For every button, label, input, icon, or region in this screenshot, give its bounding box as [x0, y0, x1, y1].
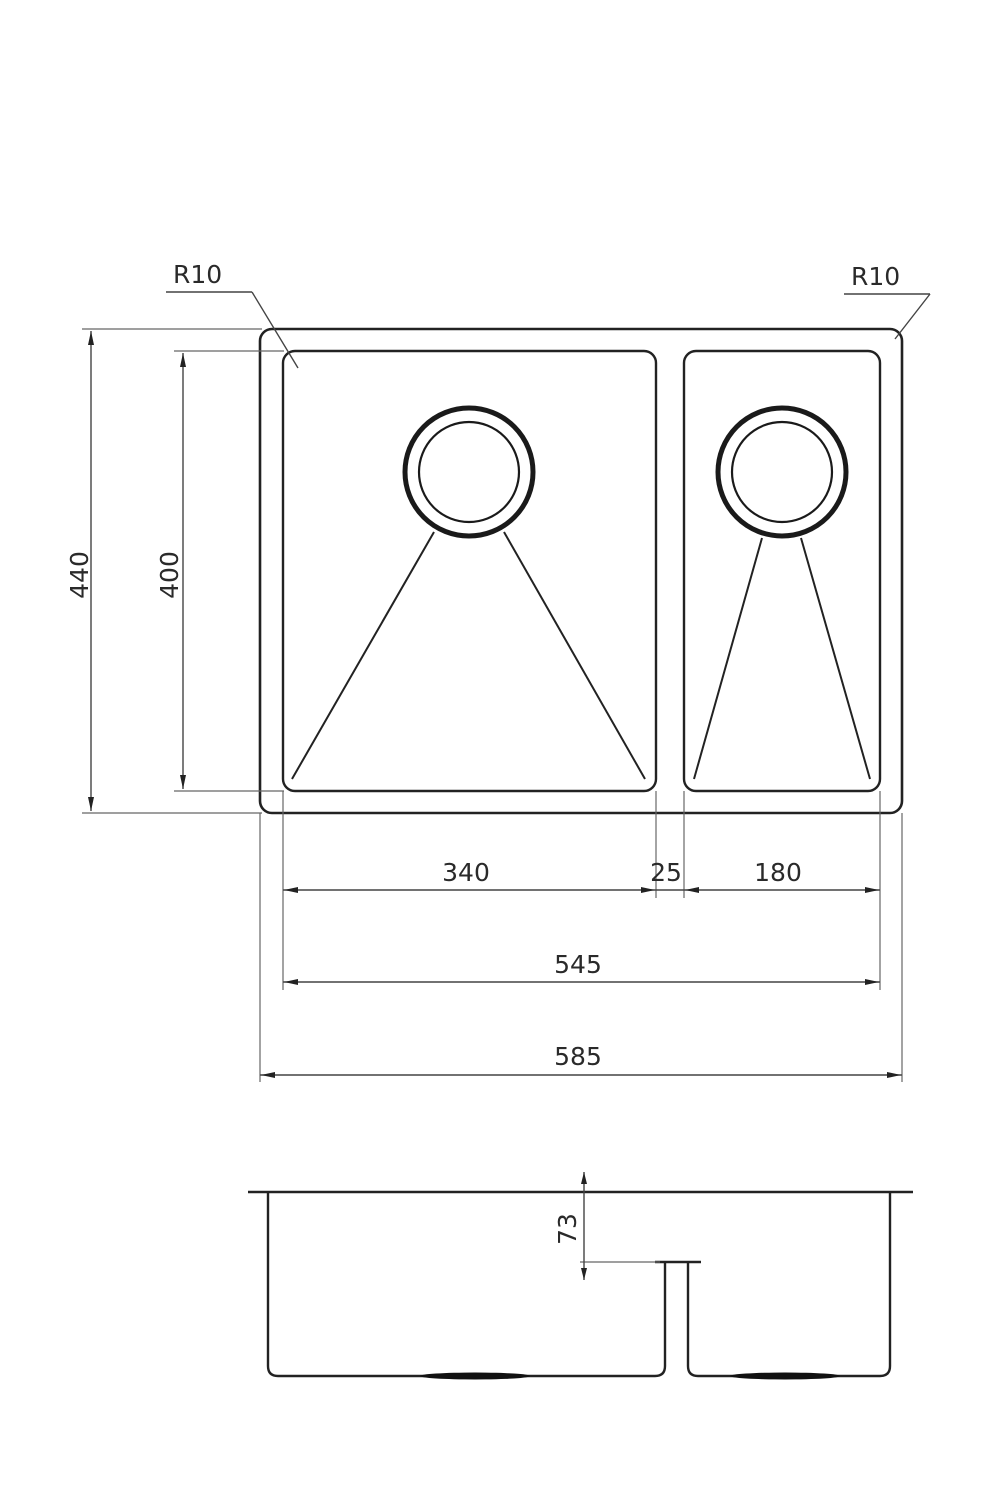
dimension-label-400: 400	[155, 551, 184, 599]
dimension-bowl-depth: 400	[155, 350, 284, 792]
small-bowl-drain-icon	[715, 405, 849, 539]
small-bowl-slope-left	[693, 537, 763, 780]
radius-leader-right: R10	[844, 262, 931, 340]
radius-label-left: R10	[173, 260, 222, 289]
section-large-drain-icon	[420, 1372, 530, 1380]
dimension-label-585: 585	[554, 1042, 602, 1071]
dimension-inner-width: 545	[283, 950, 880, 985]
small-bowl-slope-right	[800, 537, 871, 780]
radius-label-right: R10	[851, 262, 900, 291]
section-view: 73	[248, 1172, 913, 1380]
dimension-label-25: 25	[650, 858, 682, 887]
dimension-divider-height: 73	[553, 1172, 660, 1280]
dimension-label-340: 340	[442, 858, 490, 887]
section-large-bowl	[266, 1192, 667, 1378]
large-bowl-outline	[281, 349, 658, 793]
dimension-label-73: 73	[553, 1213, 582, 1245]
dimension-overall-width: 585	[260, 1042, 902, 1078]
plan-view: R10 R10 440 400	[65, 260, 931, 1082]
large-bowl-drain-icon	[402, 405, 536, 539]
dimension-label-180: 180	[754, 858, 802, 887]
section-small-drain-icon	[730, 1372, 840, 1380]
dimension-overall-depth: 440	[65, 328, 262, 814]
dimension-bowl-widths: 340 25 180	[283, 858, 880, 893]
large-bowl-slope-right	[503, 531, 646, 780]
sink-outer-rim	[258, 327, 904, 815]
dimension-label-545: 545	[554, 950, 602, 979]
section-small-bowl	[686, 1192, 892, 1378]
small-bowl-outline	[682, 349, 882, 793]
radius-leader-left: R10	[166, 260, 299, 369]
large-bowl-slope-left	[291, 531, 435, 780]
dimension-label-440: 440	[65, 551, 94, 599]
